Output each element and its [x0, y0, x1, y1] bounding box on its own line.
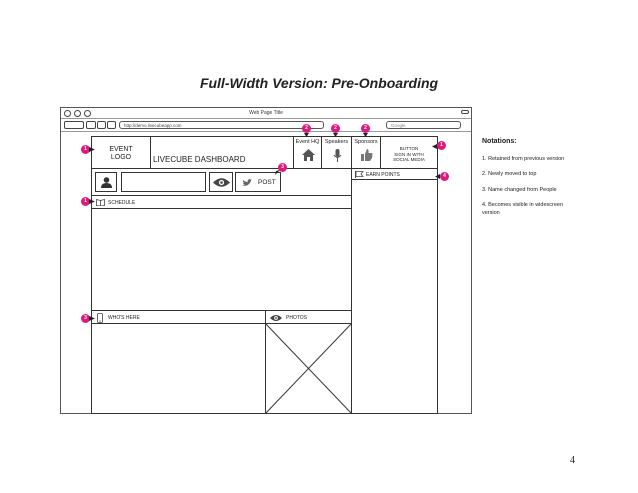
arrow-down-icon [333, 133, 338, 137]
toolbar-toggle-icon[interactable] [461, 110, 469, 114]
chrome-divider [61, 118, 471, 119]
eye-icon [270, 315, 282, 321]
visibility-toggle[interactable] [209, 172, 233, 192]
photos-header[interactable]: PHOTOS [265, 310, 352, 324]
reload-icon[interactable] [107, 121, 116, 129]
whos-here-header[interactable]: WHO'S HERE [91, 310, 266, 324]
post-button[interactable]: POST [235, 172, 281, 192]
earn-points-label: EARN POINTS [366, 171, 400, 178]
schedule-header[interactable]: SCHEDULE [91, 195, 352, 209]
phone-icon [97, 313, 103, 323]
nav-speakers[interactable]: Speakers [321, 136, 352, 169]
notations-heading: Notations: [482, 138, 517, 145]
arrow-down-icon [363, 133, 368, 137]
nav-event-hq[interactable]: Event HQ [293, 136, 322, 169]
whos-here-label: WHO'S HERE [108, 315, 140, 321]
earn-points-panel [351, 168, 438, 414]
schedule-label: SCHEDULE [108, 200, 136, 206]
annotation-badge: 1 [81, 145, 90, 154]
annotation-badge: 2 [331, 124, 340, 133]
thumbs-up-icon [361, 149, 373, 161]
microphone-icon [333, 149, 342, 162]
browser-window: Web Page Title http://demo.livecubeapp.c… [60, 107, 472, 414]
nav-sponsors-label: Sponsors [354, 139, 378, 145]
whos-here-panel [91, 310, 266, 414]
notation-item: 3. Name changed from People [482, 186, 557, 193]
notations-panel: Notations: 1. Retained from previous ver… [482, 138, 578, 225]
post-label: POST [258, 179, 276, 186]
arrow-right-icon [89, 199, 95, 204]
arrow-down-icon [304, 133, 309, 137]
annotation-badge: 1 [81, 197, 90, 206]
share-icon[interactable] [97, 121, 106, 129]
signin-line2: SIGN IN WITH [394, 151, 424, 157]
book-icon [96, 199, 105, 206]
nav-event-hq-label: Event HQ [295, 139, 320, 145]
nav-speakers-label: Speakers [324, 139, 349, 145]
event-logo[interactable]: EVENT LOGO [91, 136, 151, 169]
schedule-panel [91, 195, 352, 311]
dashboard-header: LIVECUBE DASHBOARD [150, 136, 294, 169]
close-light-icon[interactable] [64, 110, 71, 117]
notation-item: 1. Retained from previous version [482, 155, 565, 162]
eye-icon [213, 178, 230, 187]
nav-sponsors[interactable]: Sponsors [351, 136, 381, 169]
avatar[interactable] [95, 172, 117, 192]
annotation-badge: 1 [437, 141, 446, 150]
annotation-badge: 4 [440, 172, 449, 181]
house-icon [302, 149, 315, 161]
signin-line3: SOCIAL MEDIA [393, 157, 425, 162]
signin-line1: BUTTON [399, 146, 419, 151]
annotation-badge: 2 [302, 124, 311, 133]
earn-points-header[interactable]: EARN POINTS [351, 168, 438, 180]
flag-icon [355, 171, 364, 178]
annotation-badge: 3 [81, 314, 90, 323]
twitter-bird-icon [242, 179, 252, 186]
person-icon [101, 177, 112, 188]
arrow-left-icon [435, 174, 440, 179]
back-button[interactable] [64, 121, 84, 129]
notation-item: 2. Newly moved to top [482, 171, 537, 177]
arrow-right-icon [89, 316, 95, 321]
notation-item: 4. Becomes visible in widescreen version [482, 202, 564, 216]
maximize-light-icon[interactable] [84, 110, 91, 117]
window-title: Web Page Title [249, 110, 283, 116]
photos-label: PHOTOS [286, 315, 308, 321]
arrow-down-left-icon [275, 170, 280, 175]
forward-button[interactable] [86, 121, 96, 129]
minimize-light-icon[interactable] [74, 110, 81, 117]
photo-placeholder-image[interactable] [265, 323, 352, 414]
annotation-badge: 3 [278, 163, 287, 172]
post-input[interactable] [121, 172, 206, 192]
slide-title: Full-Width Version: Pre-Onboarding [199, 75, 439, 91]
annotation-badge: 2 [361, 124, 370, 133]
address-bar[interactable]: http://demo.livecubeapp.com [119, 121, 324, 129]
signin-social-button[interactable]: BUTTON SIGN IN WITH SOCIAL MEDIA [380, 136, 438, 169]
event-logo-line1: EVENT [109, 146, 133, 153]
arrow-left-icon [432, 144, 437, 149]
dashboard-title: LIVECUBE DASHBOARD [153, 155, 246, 164]
page-number: 4 [570, 455, 575, 466]
arrow-right-icon [89, 147, 95, 152]
search-field[interactable]: Google [386, 121, 461, 129]
chrome-divider-bottom [61, 131, 471, 132]
event-logo-line2: LOGO [110, 154, 132, 161]
